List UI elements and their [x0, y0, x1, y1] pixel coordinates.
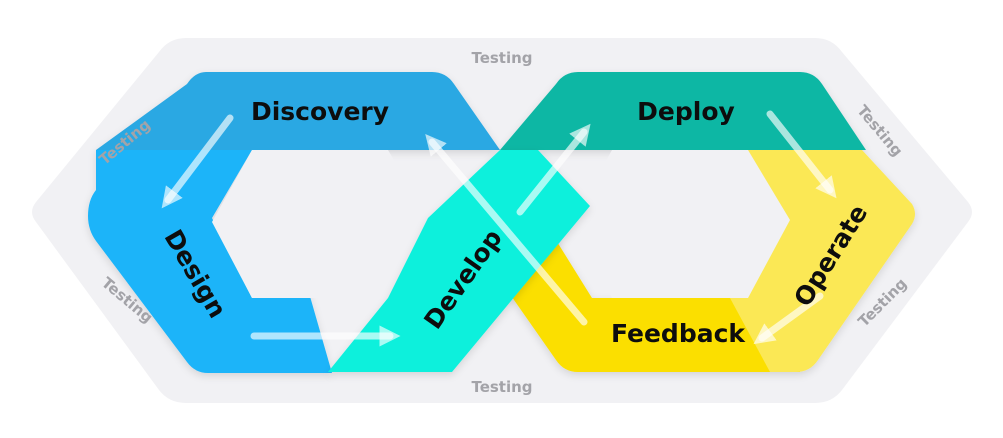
phase-label-discovery: Discovery	[251, 97, 389, 126]
testing-label-bottom: Testing	[471, 378, 532, 396]
phase-label-feedback: Feedback	[611, 319, 746, 348]
phase-band-deploy	[500, 72, 866, 150]
arrow-discovery-to-design	[161, 114, 234, 209]
phase-band-discovery	[96, 72, 500, 150]
phase-label-deploy: Deploy	[637, 97, 735, 126]
testing-label-top: Testing	[471, 49, 532, 67]
right-loop-hole	[572, 150, 790, 298]
arrow-feedback-to-discovery	[425, 133, 588, 326]
arrow-operate-to-feedback	[753, 292, 824, 345]
arrow-develop-to-deploy	[516, 123, 591, 216]
arrow-deploy-to-operate	[766, 110, 837, 199]
left-loop-hole	[212, 150, 428, 298]
phase-band-design	[88, 150, 332, 373]
